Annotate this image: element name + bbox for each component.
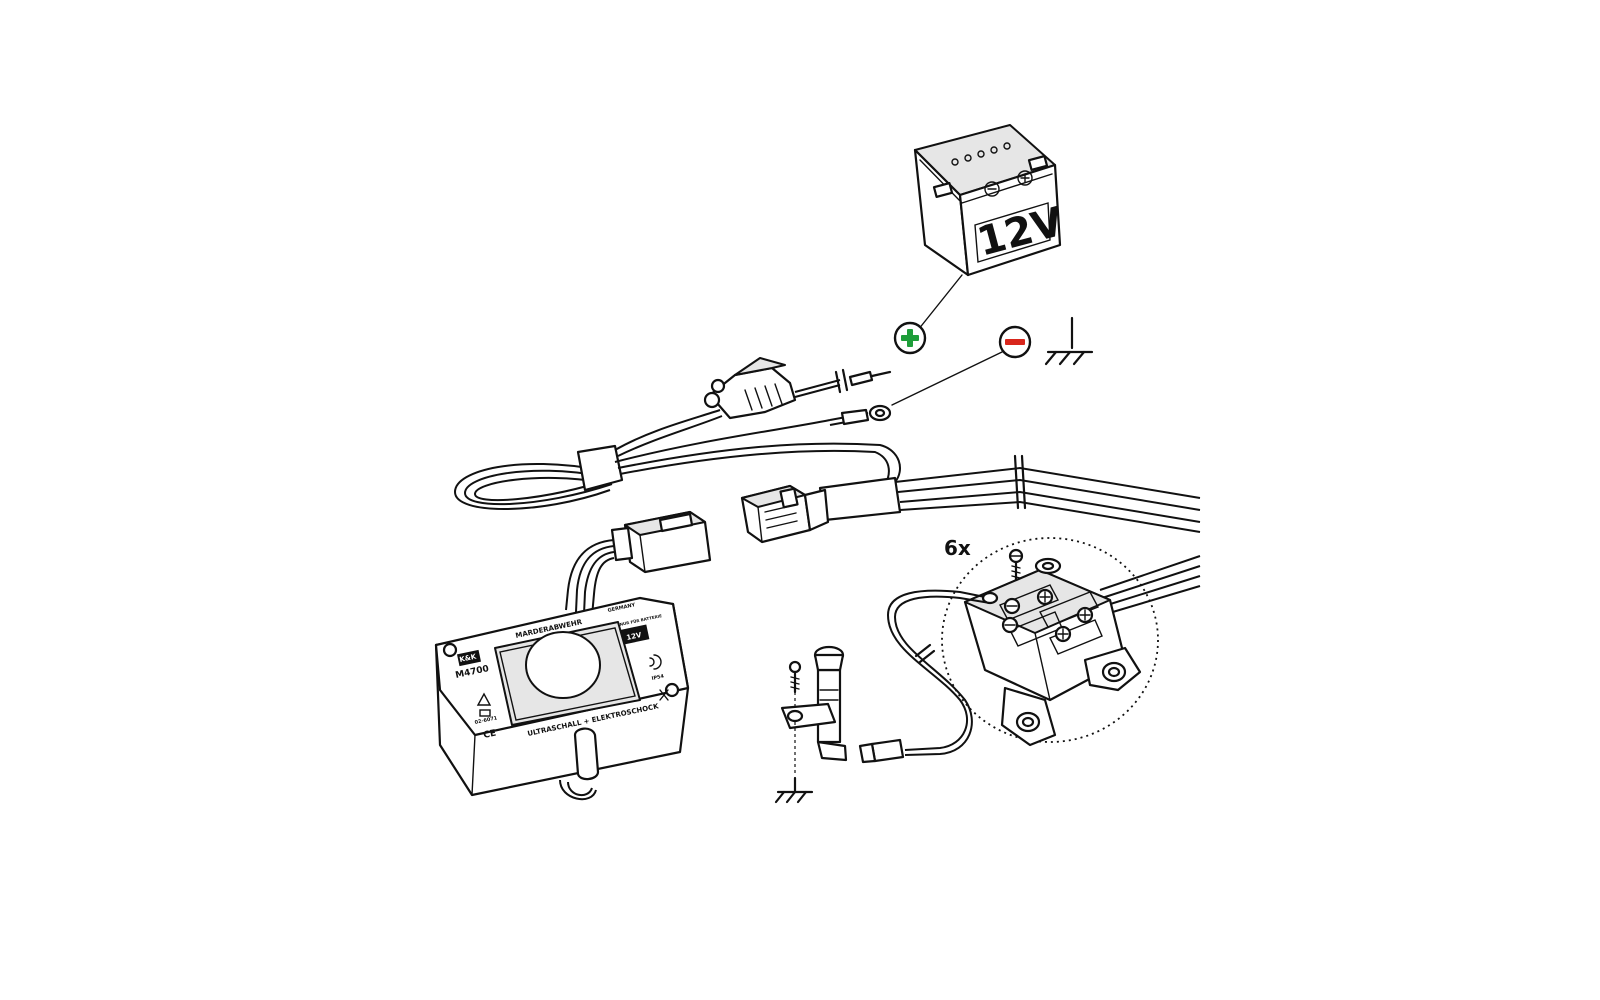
device-ce-mark: CE (483, 728, 498, 740)
positive-leader-line (917, 274, 963, 331)
negative-terminal-icon (998, 325, 1032, 359)
speaker-dome (525, 631, 601, 699)
terminal-count-label: 6x (944, 536, 971, 560)
harness-connector-male (610, 510, 712, 574)
negative-leader-line (891, 351, 1003, 406)
harness-connector-female (740, 484, 830, 544)
terminal-screws (1001, 588, 1094, 643)
positive-terminal-icon (893, 321, 927, 355)
battery: 12V (913, 124, 1068, 277)
device-voltage: 12V (626, 631, 643, 642)
ground-icon-small (774, 776, 814, 804)
screw-icon (1008, 548, 1024, 582)
device-origin: GERMANY (607, 602, 636, 614)
device-ip-rating: IP54 (651, 673, 665, 682)
device-brand: K&K (459, 652, 478, 663)
contact-pin-assembly (774, 589, 999, 804)
battery-vent-caps (951, 142, 1011, 166)
wiring-harness (453, 357, 1201, 617)
ring-terminal (840, 404, 892, 426)
warning-icon (476, 692, 492, 706)
repeller-device: K&K M4700 MARDERABWEHR GERMANY 12V NUR F… (434, 596, 690, 800)
mounting-screw-icon (788, 660, 802, 694)
ultrasound-icon (649, 654, 662, 670)
fuse-holder (703, 357, 797, 420)
waste-bin-icon (659, 689, 669, 701)
ground-icon (1044, 316, 1094, 366)
terminal-block-detail: 6x (941, 536, 1201, 747)
battery-symbol-icon (479, 709, 491, 717)
device-code: 02-6071 (474, 715, 498, 726)
